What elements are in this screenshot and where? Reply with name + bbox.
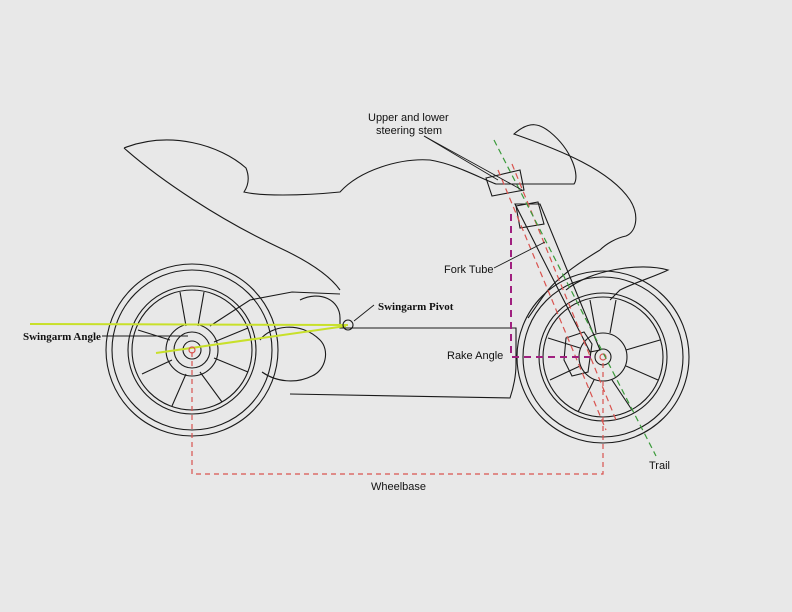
wheelbase-dimension xyxy=(188,346,607,475)
fork-tube-leader xyxy=(493,241,546,269)
label-steering-stem-line2: steering stem xyxy=(376,125,442,137)
steering-stem-leader-2 xyxy=(423,135,523,191)
swingarm-pivot-leader xyxy=(353,304,375,322)
swingarm-arm-line xyxy=(155,325,347,354)
trail-axis-green xyxy=(493,139,657,457)
steering-axis-red xyxy=(497,169,607,431)
leader-lines xyxy=(102,135,546,337)
motorcycle-body xyxy=(123,124,670,399)
steering-axis-lines xyxy=(493,139,657,457)
label-wheelbase: Wheelbase xyxy=(371,481,426,493)
label-steering-stem-line1: Upper and lower xyxy=(368,112,449,124)
swingarm-lines xyxy=(29,319,354,354)
swingarm-pivot-point xyxy=(342,319,354,331)
label-trail: Trail xyxy=(649,460,670,472)
label-rake-angle: Rake Angle xyxy=(447,350,503,362)
steering-stem-leader-1 xyxy=(423,135,499,181)
label-swingarm-angle: Swingarm Angle xyxy=(23,331,101,343)
label-fork-tube: Fork Tube xyxy=(444,264,494,276)
fork-axis-red xyxy=(511,163,617,421)
label-swingarm-pivot: Swingarm Pivot xyxy=(378,301,454,313)
swingarm-horizontal-line xyxy=(29,323,349,326)
rake-angle-marker xyxy=(510,214,592,358)
